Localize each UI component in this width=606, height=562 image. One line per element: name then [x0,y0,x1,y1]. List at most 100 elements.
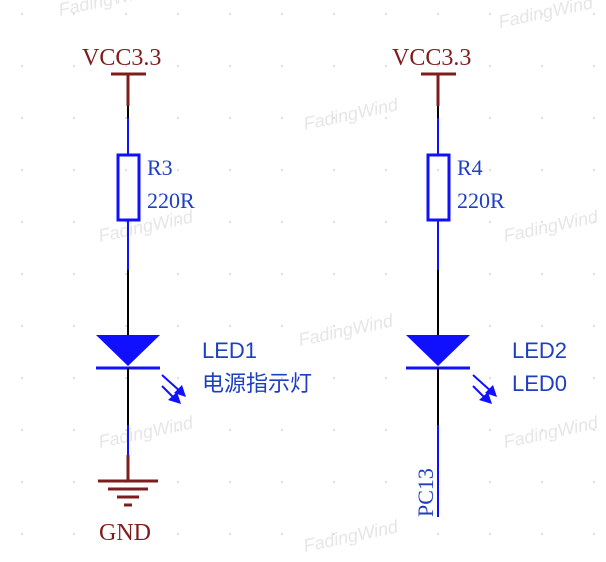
grid-dot [73,65,75,67]
grid-dot [385,273,387,275]
grid-dot [593,13,595,15]
grid-dot [21,325,23,327]
grid-dot [333,221,335,223]
watermark-text: FadingWind [97,412,196,452]
grid-dot [541,221,543,223]
grid-dot [593,429,595,431]
led2-comment: LED0 [512,371,567,396]
right-circuit: VCC3.3 R4 220R LED2 LED0 [392,45,567,517]
led2-designator: LED2 [512,338,567,363]
grid-dots [21,13,595,535]
grid-dot [333,13,335,15]
grid-dot [229,273,231,275]
grid-dot [177,273,179,275]
grid-dot [593,169,595,171]
led1-comment: 电源指示灯 [202,371,312,396]
grid-dot [281,481,283,483]
grid-dot [125,377,127,379]
grid-dot [437,65,439,67]
grid-dot [177,65,179,67]
grid-dot [177,533,179,535]
grid-dot [229,221,231,223]
grid-dot [281,429,283,431]
grid-dot [333,481,335,483]
ground-label: GND [99,520,151,546]
grid-dot [333,429,335,431]
grid-dot [281,65,283,67]
grid-dot [489,65,491,67]
grid-dot [489,533,491,535]
grid-dot [541,325,543,327]
grid-dot [229,325,231,327]
resistor-r3-value: 220R [147,188,195,213]
grid-dot [21,13,23,15]
grid-dot [125,169,127,171]
left-power-port[interactable]: VCC3.3 [82,45,161,106]
net-label-pc13[interactable]: PC13 [413,468,438,517]
grid-dot [489,169,491,171]
grid-dot [229,117,231,119]
led-triangle [96,335,160,366]
resistor-r4-value: 220R [457,188,505,213]
grid-dot [333,533,335,535]
grid-dot [333,117,335,119]
grid-dot [541,117,543,119]
grid-dot [333,65,335,67]
grid-dot [21,377,23,379]
grid-dot [489,377,491,379]
grid-dot [125,533,127,535]
watermark-text: FadingWind [497,0,596,32]
grid-dot [437,533,439,535]
left-power-label: VCC3.3 [82,45,161,71]
grid-dot [21,65,23,67]
grid-dot [333,169,335,171]
grid-dot [593,117,595,119]
grid-dot [385,325,387,327]
grid-dot [177,13,179,15]
led1-designator: LED1 [202,338,257,363]
grid-dot [281,533,283,535]
grid-dot [281,273,283,275]
grid-dot [385,169,387,171]
grid-dot [229,13,231,15]
right-power-port[interactable]: VCC3.3 [392,45,471,106]
arrow-head-icon [168,392,181,404]
grid-dot [125,13,127,15]
resistor-body [426,153,451,222]
watermark-text: FadingWind [502,412,601,452]
grid-dot [125,429,127,431]
grid-dot [73,325,75,327]
grid-dot [281,13,283,15]
grid-dot [541,429,543,431]
grid-dot [541,13,543,15]
arrow-head-icon [479,392,492,404]
grid-dot [541,169,543,171]
grid-dot [593,65,595,67]
grid-dot [489,325,491,327]
grid-dot [593,533,595,535]
right-power-label: VCC3.3 [392,45,471,71]
resistor-r3[interactable]: R3 220R [116,153,195,222]
grid-dot [385,377,387,379]
left-ground-port[interactable]: GND [98,455,158,546]
grid-dot [489,273,491,275]
grid-dot [541,481,543,483]
led2[interactable]: LED2 LED0 [406,335,567,404]
grid-dot [177,325,179,327]
grid-dot [73,533,75,535]
grid-dot [385,13,387,15]
grid-dot [125,325,127,327]
grid-dot [281,169,283,171]
watermark-text: FadingWind [302,94,401,134]
grid-dot [281,221,283,223]
grid-dot [333,377,335,379]
grid-dot [541,273,543,275]
grid-dot [385,429,387,431]
grid-dot [541,377,543,379]
watermark-text: FadingWind [297,310,396,350]
led1[interactable]: LED1 电源指示灯 [96,335,312,404]
grid-dot [593,221,595,223]
resistor-r4[interactable]: R4 220R [426,153,505,222]
net-label-text: PC13 [413,468,438,517]
grid-dot [229,429,231,431]
